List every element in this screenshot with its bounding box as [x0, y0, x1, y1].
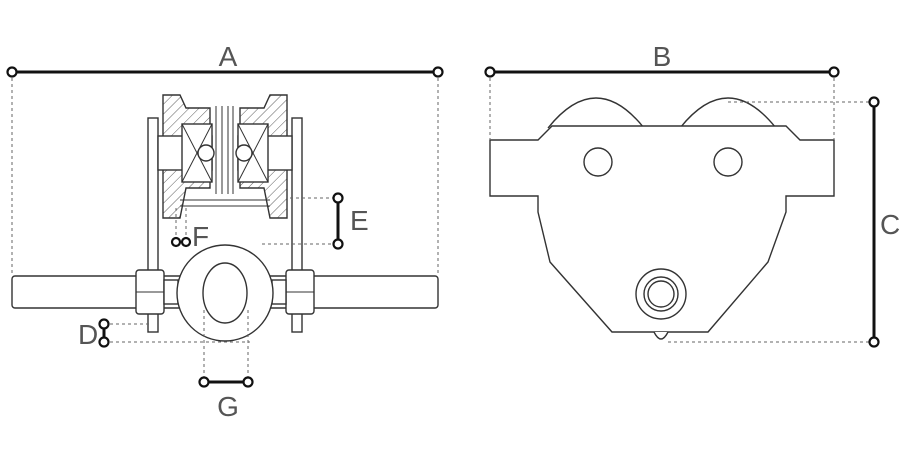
label-a: A — [219, 41, 238, 72]
dimension-d — [98, 318, 110, 348]
side-view — [11, 72, 439, 382]
front-view — [489, 72, 874, 343]
axle-hole-left — [583, 147, 613, 177]
label-g: G — [217, 391, 239, 422]
label-d: D — [78, 319, 98, 350]
dimension-b — [484, 66, 840, 78]
axle-hole-right — [713, 147, 743, 177]
label-f: F — [192, 221, 209, 252]
front-left-wheel — [547, 97, 645, 129]
dimension-e — [332, 192, 344, 250]
label-b: B — [653, 41, 672, 72]
front-right-wheel — [679, 97, 777, 129]
side-plate-body — [489, 125, 835, 333]
beam-web — [180, 106, 270, 207]
left-side-plate — [147, 117, 159, 333]
load-ring — [176, 244, 274, 342]
label-c: C — [880, 209, 900, 240]
bottom-nub — [653, 331, 669, 340]
right-side-plate — [291, 117, 303, 333]
dimension-a — [6, 66, 444, 78]
dimension-f — [170, 236, 192, 248]
left-wheel — [157, 94, 215, 219]
dimension-g — [198, 376, 254, 388]
label-e: E — [350, 205, 369, 236]
dimension-c — [868, 96, 880, 348]
right-wheel — [235, 94, 293, 219]
